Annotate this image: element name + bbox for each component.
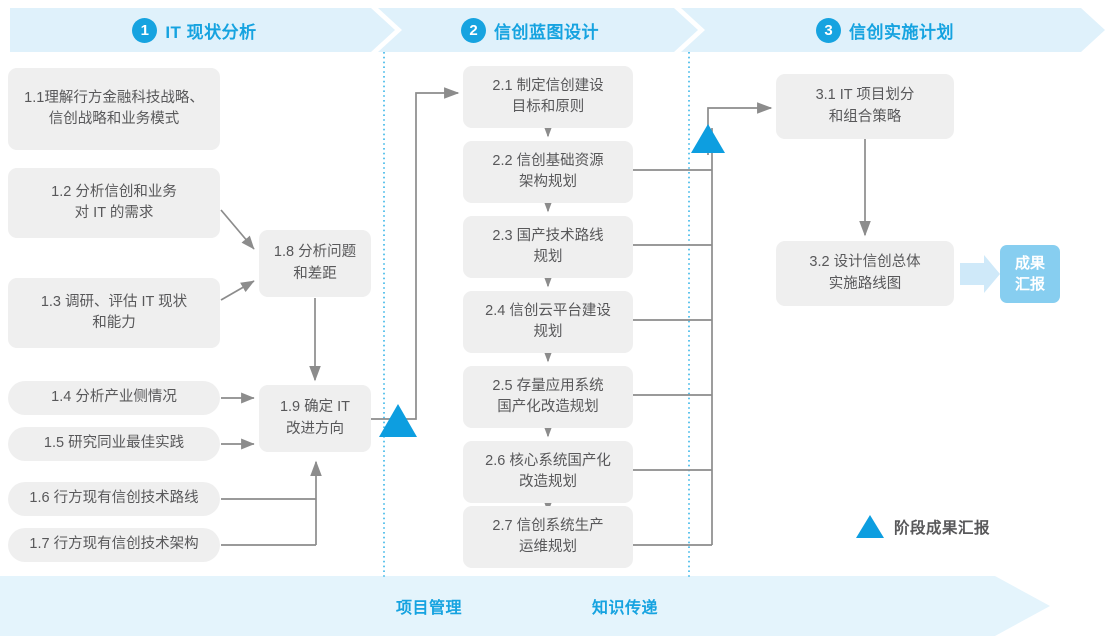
- phase-number-badge-2: 2: [461, 17, 486, 43]
- task-box-label: 1.5 研究同业最佳实践: [43, 435, 185, 452]
- task-box-label: 2.2 信创基础资源 架构规划: [492, 152, 604, 190]
- task-box-label: 2.7 信创系统生产 运维规划: [492, 517, 604, 555]
- phase-header-shape-1: [10, 8, 395, 52]
- task-box-label: 2.4 信创云平台建设 规划: [485, 302, 611, 340]
- task-box-1-7[interactable]: 1.7 行方现有信创技术架构: [8, 528, 220, 562]
- result-report-badge[interactable]: 成果 汇报: [1000, 245, 1060, 303]
- phase-header-1[interactable]: 1 IT 现状分析: [10, 8, 395, 52]
- bottom-band-label-2: 知识传递: [592, 600, 659, 617]
- task-box-2-4[interactable]: 2.4 信创云平台建设 规划: [463, 291, 633, 353]
- task-box-1-8[interactable]: 1.8 分析问题 和差距: [259, 230, 371, 297]
- phase-header-3[interactable]: 3 信创实施计划: [681, 8, 1105, 52]
- legend-milestone: 阶段成果汇报: [856, 515, 990, 538]
- task-box-label: 2.3 国产技术路线 规划: [492, 227, 604, 265]
- task-box-1-6[interactable]: 1.6 行方现有信创技术路线: [8, 482, 220, 516]
- connector-1-2-to-1-8: [220, 209, 255, 250]
- phase-header-content-2: 2 信创蓝图设计: [461, 17, 599, 43]
- task-box-1-5[interactable]: 1.5 研究同业最佳实践: [8, 427, 220, 461]
- bottom-band-label-1: 项目管理: [396, 600, 463, 617]
- task-box-label: 3.2 设计信创总体 实施路线图: [809, 254, 921, 292]
- result-report-badge-label: 成果 汇报: [1014, 255, 1045, 293]
- task-box-2-6[interactable]: 2.6 核心系统国产化 改造规划: [463, 441, 633, 503]
- bottom-band-shape: [0, 576, 1050, 636]
- task-box-label: 1.4 分析产业侧情况: [51, 389, 177, 406]
- task-box-label: 1.8 分析问题 和差距: [273, 244, 357, 282]
- task-box-3-2[interactable]: 3.2 设计信创总体 实施路线图: [776, 241, 954, 306]
- phase-header-shape-3: [681, 8, 1105, 52]
- task-box-label: 1.6 行方现有信创技术路线: [29, 490, 199, 507]
- phase-number-badge-1: 1: [132, 17, 158, 43]
- connector-bus-to-3-1: [707, 102, 773, 155]
- task-box-label: 1.3 调研、评估 IT 现状 和能力: [40, 293, 188, 331]
- task-box-1-2[interactable]: 1.2 分析信创和业务 对 IT 的需求: [8, 168, 220, 238]
- phase-header-content-3: 3 信创实施计划: [816, 17, 954, 43]
- task-box-2-1[interactable]: 2.1 制定信创建设 目标和原则: [463, 66, 633, 128]
- task-box-label: 3.1 IT 项目划分 和组合策略: [815, 87, 915, 125]
- phase-title-2: 信创蓝图设计: [494, 22, 599, 42]
- triangle-marker-icon: [856, 515, 884, 538]
- task-box-label: 2.5 存量应用系统 国产化改造规划: [492, 377, 604, 415]
- phase-header-2[interactable]: 2 信创蓝图设计: [378, 8, 698, 52]
- task-box-2-7[interactable]: 2.7 信创系统生产 运维规划: [463, 506, 633, 568]
- task-box-2-3[interactable]: 2.3 国产技术路线 规划: [463, 216, 633, 278]
- task-box-label: 2.6 核心系统国产化 改造规划: [485, 452, 611, 490]
- phase-header-content-1: 1 IT 现状分析: [132, 17, 257, 43]
- task-box-2-5[interactable]: 2.5 存量应用系统 国产化改造规划: [463, 366, 633, 428]
- task-box-label: 1.2 分析信创和业务 对 IT 的需求: [51, 183, 177, 221]
- task-box-1-1[interactable]: 1.1理解行方金融科技战略、 信创战略和业务模式: [8, 68, 220, 150]
- task-box-label: 1.1理解行方金融科技战略、 信创战略和业务模式: [24, 89, 204, 127]
- phase-title-1: IT 现状分析: [165, 22, 257, 42]
- task-box-2-2[interactable]: 2.2 信创基础资源 架构规划: [463, 141, 633, 203]
- phase-header-shape-2: [378, 8, 698, 52]
- task-box-1-3[interactable]: 1.3 调研、评估 IT 现状 和能力: [8, 278, 220, 348]
- phase-number-badge-3: 3: [816, 17, 841, 43]
- task-box-label: 2.1 制定信创建设 目标和原则: [492, 77, 604, 115]
- connector-1-9-to-2-1: [371, 87, 460, 420]
- task-box-1-9[interactable]: 1.9 确定 IT 改进方向: [259, 385, 371, 452]
- task-box-label: 1.9 确定 IT 改进方向: [279, 399, 351, 437]
- connector-1-3-to-1-8: [220, 280, 255, 301]
- task-box-1-4[interactable]: 1.4 分析产业侧情况: [8, 381, 220, 415]
- task-box-label: 1.7 行方现有信创技术架构: [29, 536, 199, 553]
- task-box-3-1[interactable]: 3.1 IT 项目划分 和组合策略: [776, 74, 954, 139]
- phase-2-milestone-marker-icon: [691, 124, 725, 153]
- result-arrow-icon: [960, 255, 1000, 293]
- phase-title-3: 信创实施计划: [849, 22, 954, 42]
- phase-1-milestone-marker-icon: [379, 404, 417, 437]
- legend-milestone-label: 阶段成果汇报: [894, 519, 991, 537]
